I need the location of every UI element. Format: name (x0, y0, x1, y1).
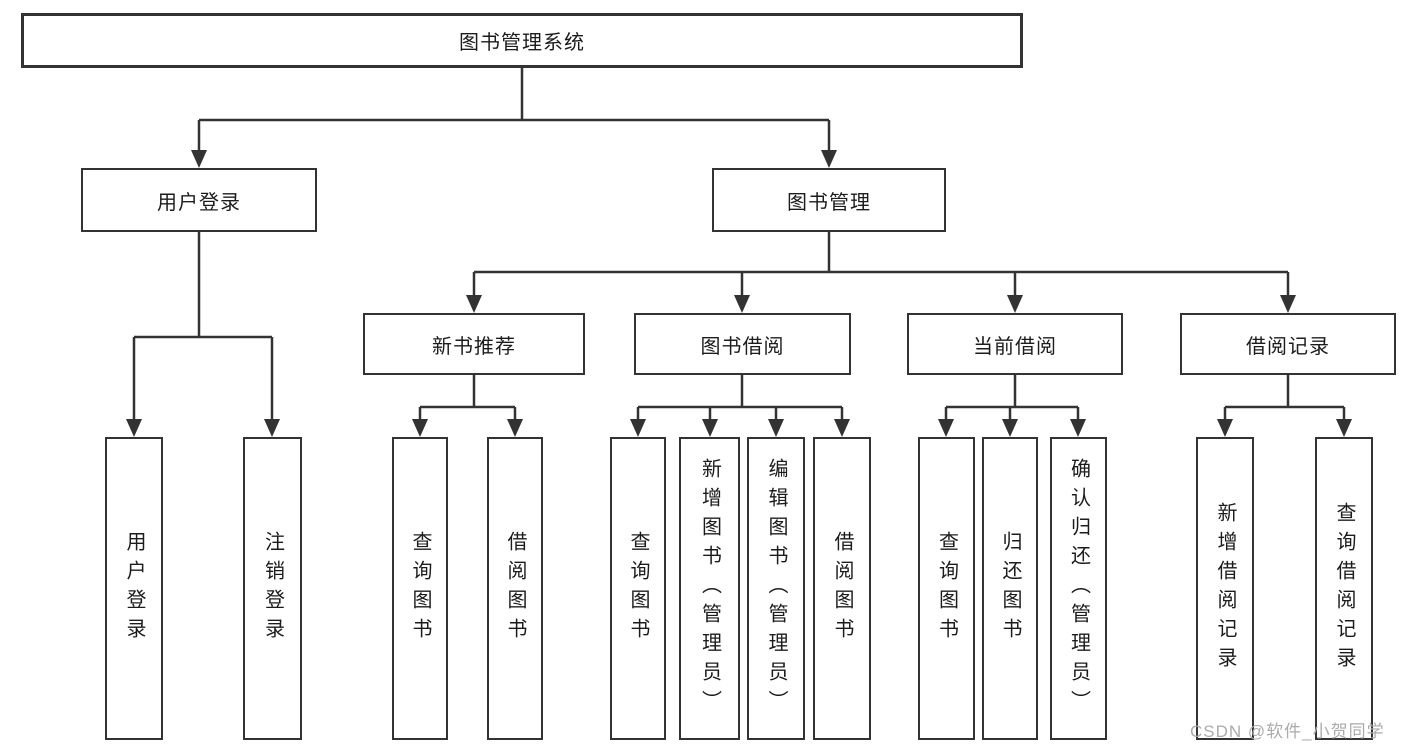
arrowheads (126, 150, 1352, 437)
leaf-search-borrow-record: 查询借阅记录 (1315, 437, 1373, 740)
arrow-icon (507, 419, 523, 437)
leaf-confirm-return-admin: 确认归还（管理员） (1050, 437, 1107, 740)
arrow-icon (126, 419, 142, 437)
edge-root-to-level2 (197, 68, 831, 154)
leaf-add-borrow-record: 新增借阅记录 (1196, 437, 1254, 740)
arrow-icon (938, 419, 954, 437)
edge-newbook-to-leaves (418, 375, 517, 423)
arrow-icon (1007, 295, 1023, 313)
edge-current-to-leaves (944, 375, 1080, 423)
edge-userlogin-to-leaves (132, 232, 274, 423)
arrow-icon (1280, 295, 1296, 313)
arrow-icon (768, 419, 784, 437)
leaf-return-books: 归还图书 (982, 437, 1038, 740)
node-new-book-recommendation: 新书推荐 (363, 313, 585, 375)
leaf-search-books-borrowing: 查询图书 (610, 437, 666, 740)
leaf-logout: 注销登录 (243, 437, 302, 740)
arrow-icon (702, 419, 718, 437)
edge-bookmgmt-to-level3 (472, 232, 1290, 299)
leaf-search-books-current: 查询图书 (918, 437, 975, 740)
leaf-borrow-books-recommend: 借阅图书 (487, 437, 543, 740)
leaf-edit-book-admin: 编辑图书（管理员） (747, 437, 805, 740)
arrow-icon (1217, 419, 1233, 437)
arrow-icon (412, 419, 428, 437)
node-root-library-system: 图书管理系统 (21, 13, 1023, 68)
arrow-icon (466, 295, 482, 313)
node-book-management: 图书管理 (712, 168, 946, 232)
leaf-search-books-recommend: 查询图书 (392, 437, 448, 740)
edge-borrowing-to-leaves (636, 375, 844, 423)
leaf-add-book-admin: 新增图书（管理员） (679, 437, 740, 740)
arrow-icon (821, 150, 837, 168)
arrow-icon (1336, 419, 1352, 437)
node-user-login: 用户登录 (81, 168, 317, 232)
arrow-icon (1002, 419, 1018, 437)
node-book-borrowing: 图书借阅 (634, 313, 851, 375)
csdn-watermark: CSDN @软件_小贺同学 (1190, 722, 1385, 741)
node-borrowing-records: 借阅记录 (1180, 313, 1396, 375)
arrow-icon (734, 295, 750, 313)
edge-records-to-leaves (1223, 375, 1346, 423)
leaf-user-login: 用户登录 (105, 437, 163, 740)
node-current-borrowing: 当前借阅 (907, 313, 1123, 375)
arrow-icon (191, 150, 207, 168)
arrow-icon (264, 419, 280, 437)
arrow-icon (630, 419, 646, 437)
arrow-icon (834, 419, 850, 437)
leaf-borrow-books: 借阅图书 (813, 437, 871, 740)
arrow-icon (1070, 419, 1086, 437)
